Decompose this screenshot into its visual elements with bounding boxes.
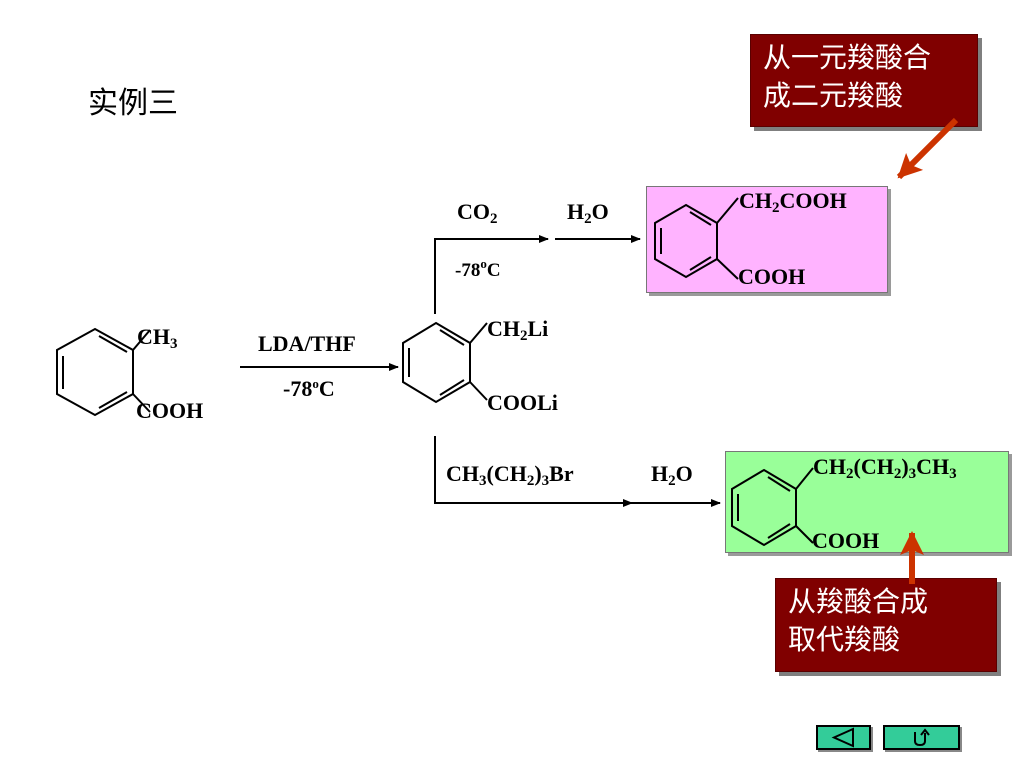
step1-reagent: LDA/THF bbox=[258, 331, 356, 356]
benzene-ring-product-upper bbox=[654, 197, 739, 280]
lower-reagent-butyl-bromide: CH3(CH2)3Br bbox=[446, 461, 574, 489]
callout-line: 从羧酸合成 bbox=[788, 585, 929, 618]
start-substituent-top: CH3 bbox=[137, 324, 178, 352]
benzene-ring-product-lower bbox=[731, 467, 814, 547]
pointer-arrow-top bbox=[896, 117, 959, 180]
upper-product-substituent-top: CH2COOH bbox=[739, 188, 847, 216]
step1-temperature: -78oC bbox=[283, 376, 335, 401]
return-button[interactable] bbox=[883, 725, 960, 750]
benzene-ring-start bbox=[56, 327, 151, 417]
callout-line: 从一元羧酸合 bbox=[763, 41, 932, 74]
callout-line: 成二元羧酸 bbox=[763, 79, 904, 112]
callout-dicarboxylic: 从一元羧酸合 成二元羧酸 bbox=[750, 34, 978, 127]
upper-product-substituent-bottom: COOH bbox=[738, 264, 806, 289]
previous-slide-button[interactable] bbox=[816, 725, 871, 750]
benzene-ring-intermediate bbox=[402, 321, 488, 404]
upper-temperature: -78oC bbox=[455, 256, 501, 281]
callout-substituted: 从羧酸合成 取代羧酸 bbox=[775, 578, 997, 672]
start-substituent-bottom: COOH bbox=[136, 398, 204, 423]
reaction-arrows bbox=[240, 235, 721, 507]
triangle-left-icon bbox=[831, 727, 854, 748]
upper-reagent-co2: CO2 bbox=[457, 199, 498, 227]
lower-product-substituent-bottom: COOH bbox=[812, 528, 880, 553]
lower-reagent-water: H2O bbox=[651, 461, 693, 489]
return-icon bbox=[914, 728, 930, 747]
upper-reagent-water: H2O bbox=[567, 199, 609, 227]
callout-line: 取代羧酸 bbox=[788, 623, 901, 656]
intermediate-substituent-top: CH2Li bbox=[487, 316, 549, 344]
slide-title: 实例三 bbox=[88, 86, 178, 121]
product-box-dicarboxylic bbox=[646, 186, 888, 293]
lower-product-substituent-top: CH2(CH2)3CH3 bbox=[813, 454, 957, 482]
intermediate-substituent-bottom: COOLi bbox=[487, 390, 558, 415]
